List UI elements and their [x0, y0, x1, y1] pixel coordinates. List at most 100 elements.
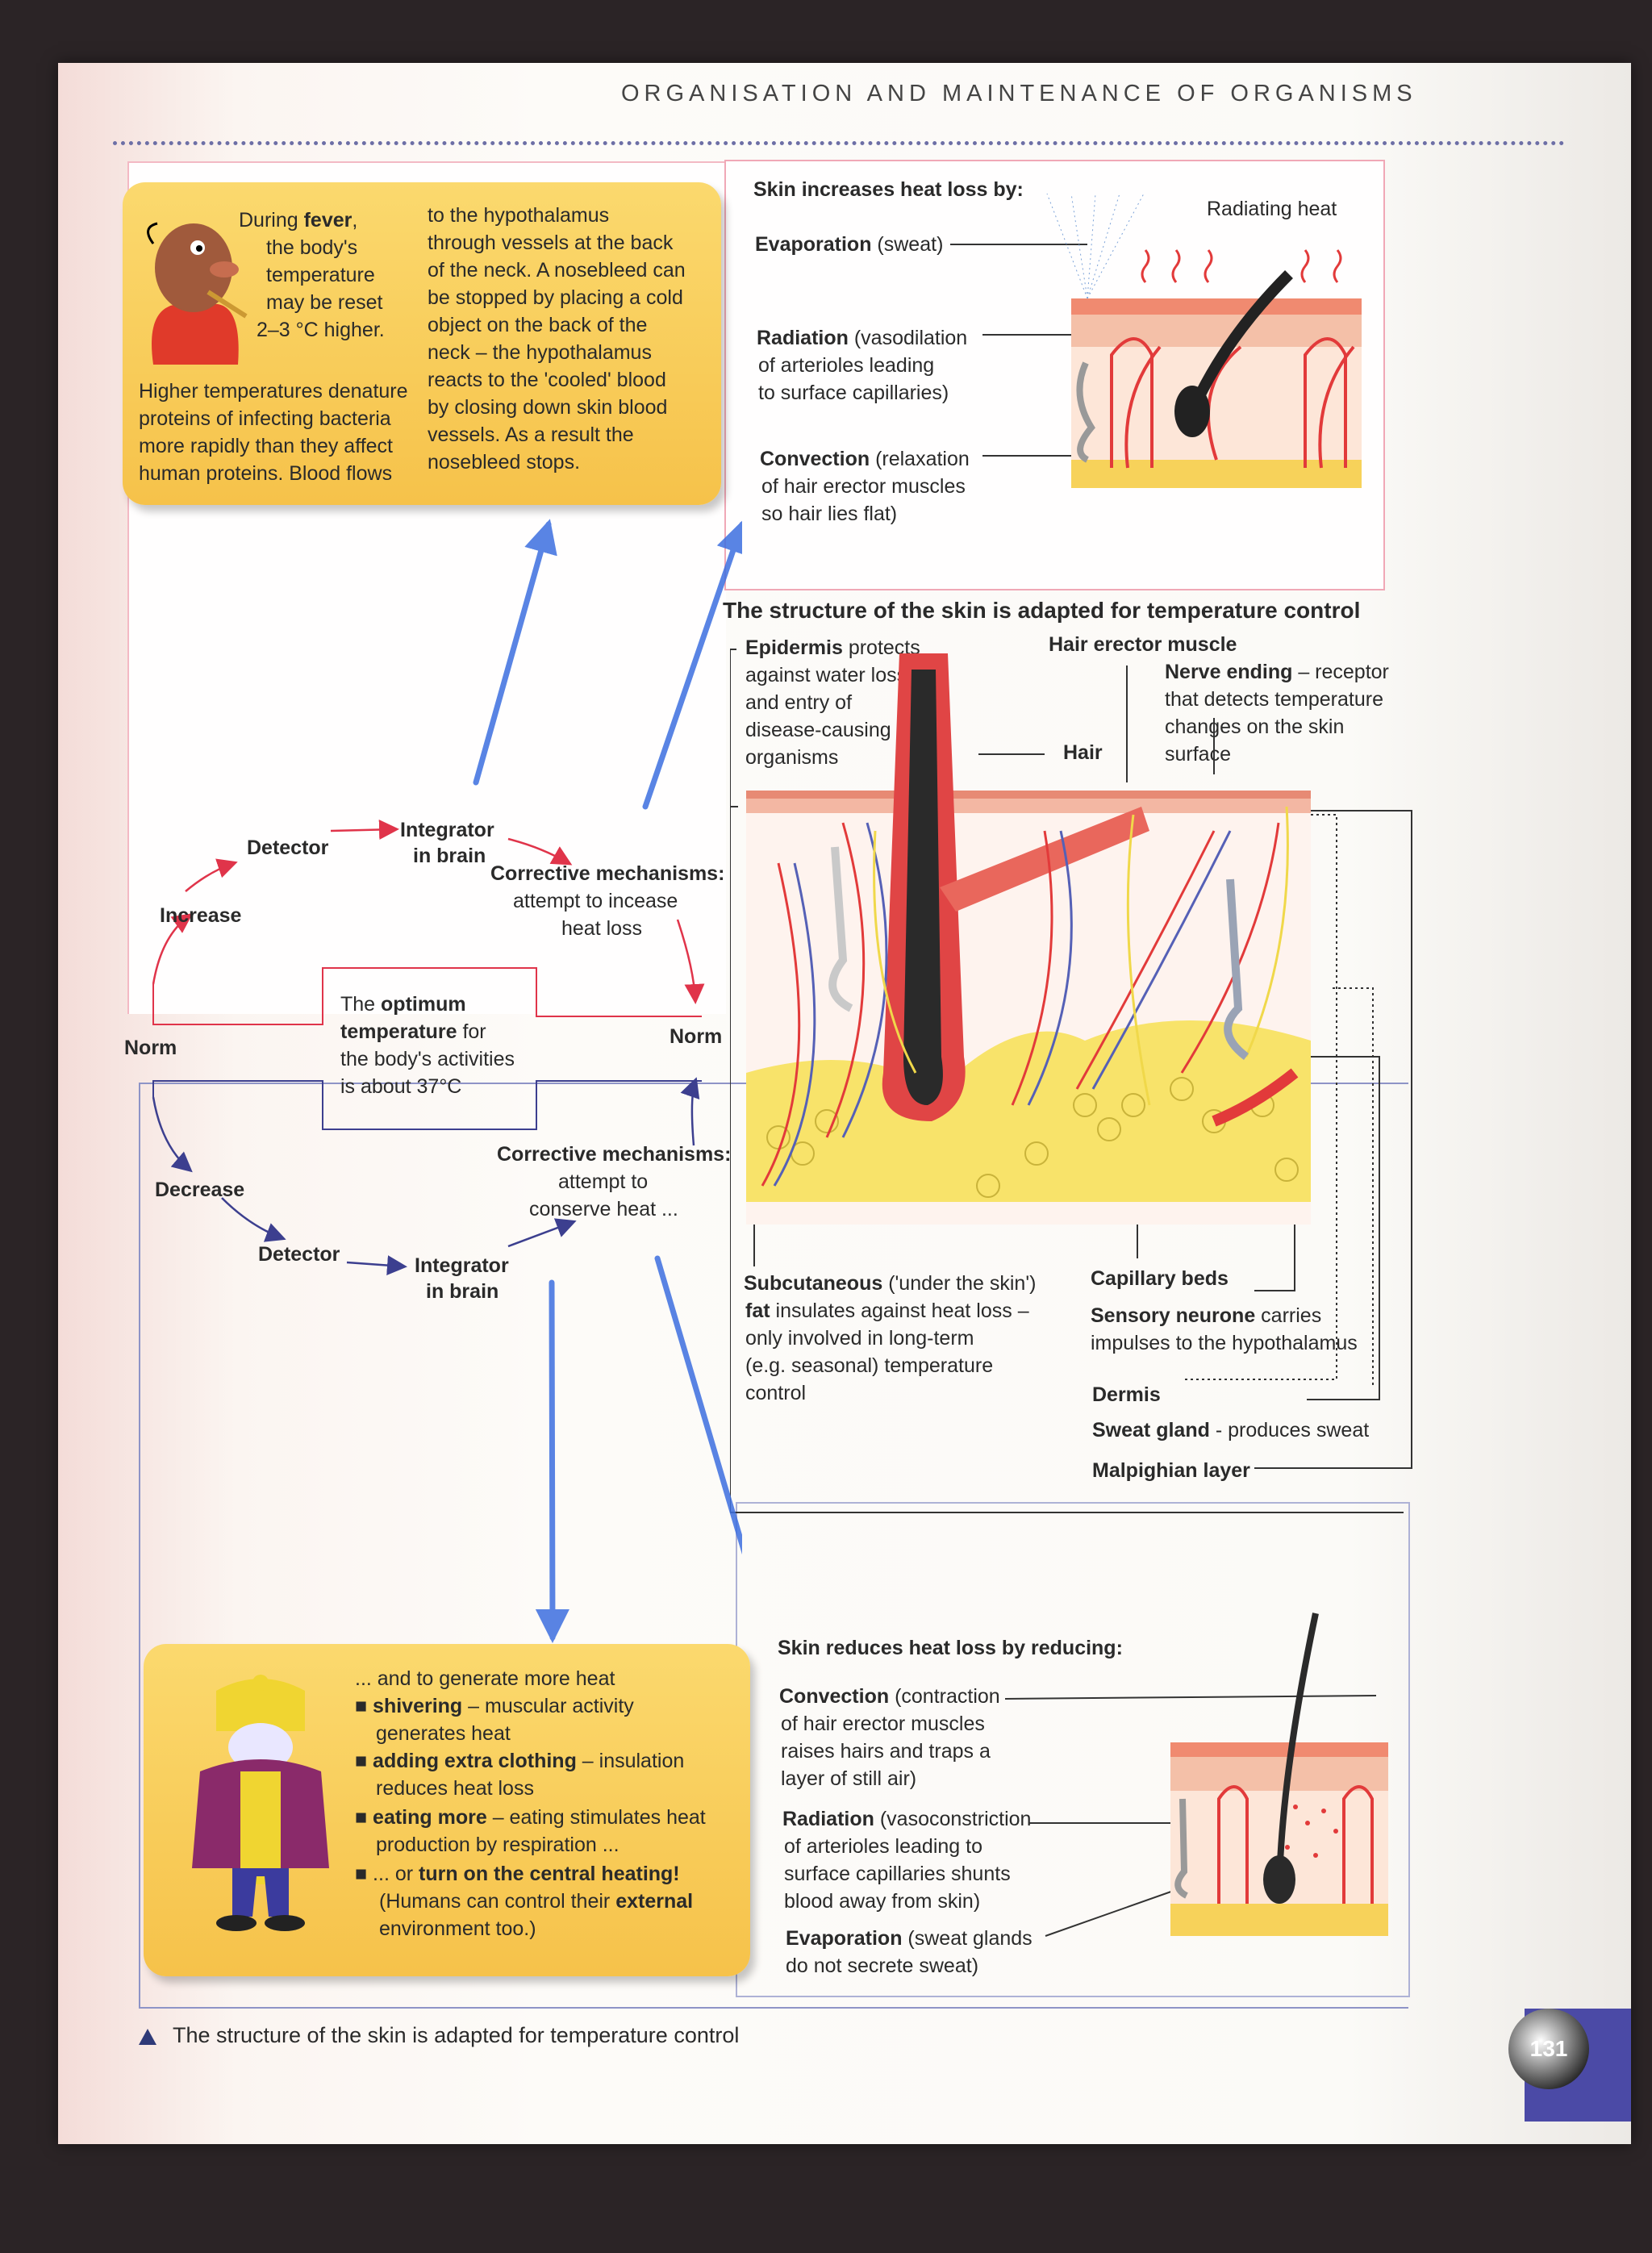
- optimum-line3: the body's activities: [340, 1048, 515, 1070]
- detector-bottom: Detector: [258, 1243, 340, 1266]
- conserve-convection-bold: Convection: [779, 1685, 890, 1708]
- cold-b2-bold: adding extra clothing: [373, 1750, 577, 1772]
- corrective-top-title: Corrective mechanisms:: [490, 862, 725, 885]
- epidermis-bold: Epidermis: [745, 636, 843, 659]
- fever-line1: During: [239, 209, 298, 232]
- detector-top: Detector: [247, 837, 329, 859]
- fever-lower-3: more rapidly than they affect: [139, 435, 393, 457]
- malpighian-label: Malpighian layer: [1092, 1459, 1250, 1482]
- cold-b1-line2: generates heat: [376, 1722, 511, 1745]
- capillary-beds-label: Capillary beds: [1091, 1267, 1229, 1290]
- cold-skin-diagram: [1005, 1613, 1388, 1937]
- fever-right-10: nosebleed stops.: [428, 451, 581, 474]
- epidermis-line4: disease-causing: [745, 719, 891, 741]
- conserve-convection-2: of hair erector muscles: [781, 1713, 985, 1735]
- integrator-bottom-2: in brain: [426, 1280, 499, 1303]
- fever-right-7: reacts to the 'cooled' blood: [428, 369, 666, 391]
- conserve-convection-4: layer of still air): [781, 1767, 917, 1790]
- optimum-for: for: [457, 1020, 486, 1043]
- subcut-line5: control: [745, 1382, 807, 1404]
- corrective-top-2: heat loss: [561, 917, 643, 940]
- skin-cross-section-diagram: [730, 649, 1412, 1513]
- increase-label: Increase: [160, 904, 242, 927]
- feedback-loop-arrows: [152, 519, 742, 1643]
- evaporation-bold: Evaporation: [755, 233, 872, 256]
- corrective-bottom-2: conserve heat ...: [529, 1198, 678, 1220]
- fever-right-8: by closing down skin blood: [428, 396, 668, 419]
- heat-conserve-title: Skin reduces heat loss by reducing:: [778, 1637, 1123, 1659]
- radiation-bold: Radiation: [757, 327, 849, 349]
- conserve-radiation-4: blood away from skin): [784, 1890, 981, 1913]
- cold-b4-line2: (Humans can control their: [379, 1890, 616, 1913]
- nerve-bold: Nerve ending: [1165, 661, 1293, 683]
- nerve-line2: that detects temperature: [1165, 688, 1383, 711]
- cold-b1-rest: – muscular activity: [462, 1695, 634, 1717]
- cold-b4-bold: turn on the central heating!: [419, 1863, 680, 1885]
- cold-b2-rest: – insulation: [576, 1750, 685, 1772]
- fever-line3: temperature: [266, 264, 375, 286]
- optimum-line4: is about 37°C: [340, 1075, 462, 1098]
- sweat-rest: - produces sweat: [1209, 1419, 1370, 1442]
- fever-right-2: through vessels at the back: [428, 232, 674, 254]
- caption-triangle-icon: [139, 2029, 156, 2045]
- cold-b4-line3: environment too.): [379, 1917, 536, 1940]
- epidermis-line5: organisms: [745, 746, 839, 769]
- hair-erector-label: Hair erector muscle: [1049, 633, 1237, 656]
- fever-line2: the body's: [266, 236, 358, 259]
- corrective-bottom-title: Corrective mechanisms:: [497, 1143, 732, 1166]
- evaporation-rest: (sweat): [871, 233, 944, 256]
- radiating-heat-label: Radiating heat: [1207, 198, 1337, 220]
- subcut-line4: (e.g. seasonal) temperature: [745, 1354, 994, 1377]
- optimum-pre: The: [340, 993, 382, 1016]
- cold-person-icon: [192, 1675, 329, 1931]
- cold-b4-external: external: [615, 1890, 694, 1913]
- cold-b3-rest: – eating stimulates heat: [486, 1806, 706, 1829]
- cold-b4-pre: ... or: [373, 1863, 419, 1885]
- fever-line5: 2–3 °C higher.: [257, 319, 385, 341]
- convection-line2: of hair erector muscles: [761, 475, 966, 498]
- heat-loss-title: Skin increases heat loss by:: [753, 178, 1024, 201]
- page-header: ORGANISATION AND MAINTENANCE OF ORGANISM…: [621, 81, 1417, 106]
- convection-bold: Convection: [760, 448, 870, 470]
- norm-left: Norm: [124, 1037, 177, 1059]
- nerve-line3: changes on the skin: [1165, 716, 1345, 738]
- fever-right-4: be stopped by placing a cold: [428, 286, 683, 309]
- fever-right-9: vessels. As a result the: [428, 423, 634, 446]
- subcut-line3: only involved in long-term: [745, 1327, 974, 1350]
- fever-lower-2: proteins of infecting bacteria: [139, 407, 391, 430]
- fever-right-1: to the hypothalamus: [428, 204, 610, 227]
- convection-line1: (relaxation: [870, 448, 970, 470]
- convection-line3: so hair lies flat): [761, 503, 898, 525]
- conserve-convection-3: raises hairs and traps a: [781, 1740, 991, 1763]
- epidermis-line2: against water loss: [745, 664, 907, 686]
- feverish-person-icon: [147, 222, 248, 365]
- conserve-evaporation-2: do not secrete sweat): [786, 1955, 979, 1977]
- conserve-radiation-2: of arterioles leading to: [784, 1835, 982, 1858]
- subcut-line1: ('under the skin'): [882, 1272, 1037, 1295]
- page-number: 131: [1508, 2009, 1589, 2089]
- decrease-label: Decrease: [155, 1179, 245, 1201]
- fever-line4: may be reset: [266, 291, 383, 314]
- sensory-line2: impulses to the hypothalamus: [1091, 1332, 1358, 1354]
- norm-right: Norm: [670, 1025, 723, 1048]
- radiation-line1: (vasodilation: [848, 327, 968, 349]
- integrator-bottom-1: Integrator: [415, 1254, 509, 1277]
- fever-right-3: of the neck. A nosebleed can: [428, 259, 686, 282]
- radiation-line2: of arterioles leading: [758, 354, 935, 377]
- radiation-line3: to surface capillaries): [758, 382, 949, 404]
- cold-b3-line2: production by respiration ...: [376, 1834, 620, 1856]
- subcut-bold: Subcutaneous: [744, 1272, 883, 1295]
- conserve-radiation-3: surface capillaries shunts: [784, 1863, 1011, 1885]
- fever-lower-1: Higher temperatures denature: [139, 380, 408, 403]
- skin-structure-title: The structure of the skin is adapted for…: [723, 598, 1361, 623]
- conserve-evaporation-bold: Evaporation: [786, 1927, 903, 1950]
- conserve-evaporation-1: (sweat glands: [902, 1927, 1032, 1950]
- warm-skin-diagram: [950, 194, 1362, 488]
- integrator-top-1: Integrator: [400, 819, 494, 841]
- conserve-convection-1: (contraction: [889, 1685, 1000, 1708]
- cold-b2-line2: reduces heat loss: [376, 1777, 534, 1800]
- dermis-label: Dermis: [1092, 1383, 1161, 1406]
- fever-right-5: object on the back of the: [428, 314, 648, 336]
- corrective-top-1: attempt to incease: [513, 890, 678, 912]
- subcut-line2: insulates against heat loss –: [770, 1300, 1029, 1322]
